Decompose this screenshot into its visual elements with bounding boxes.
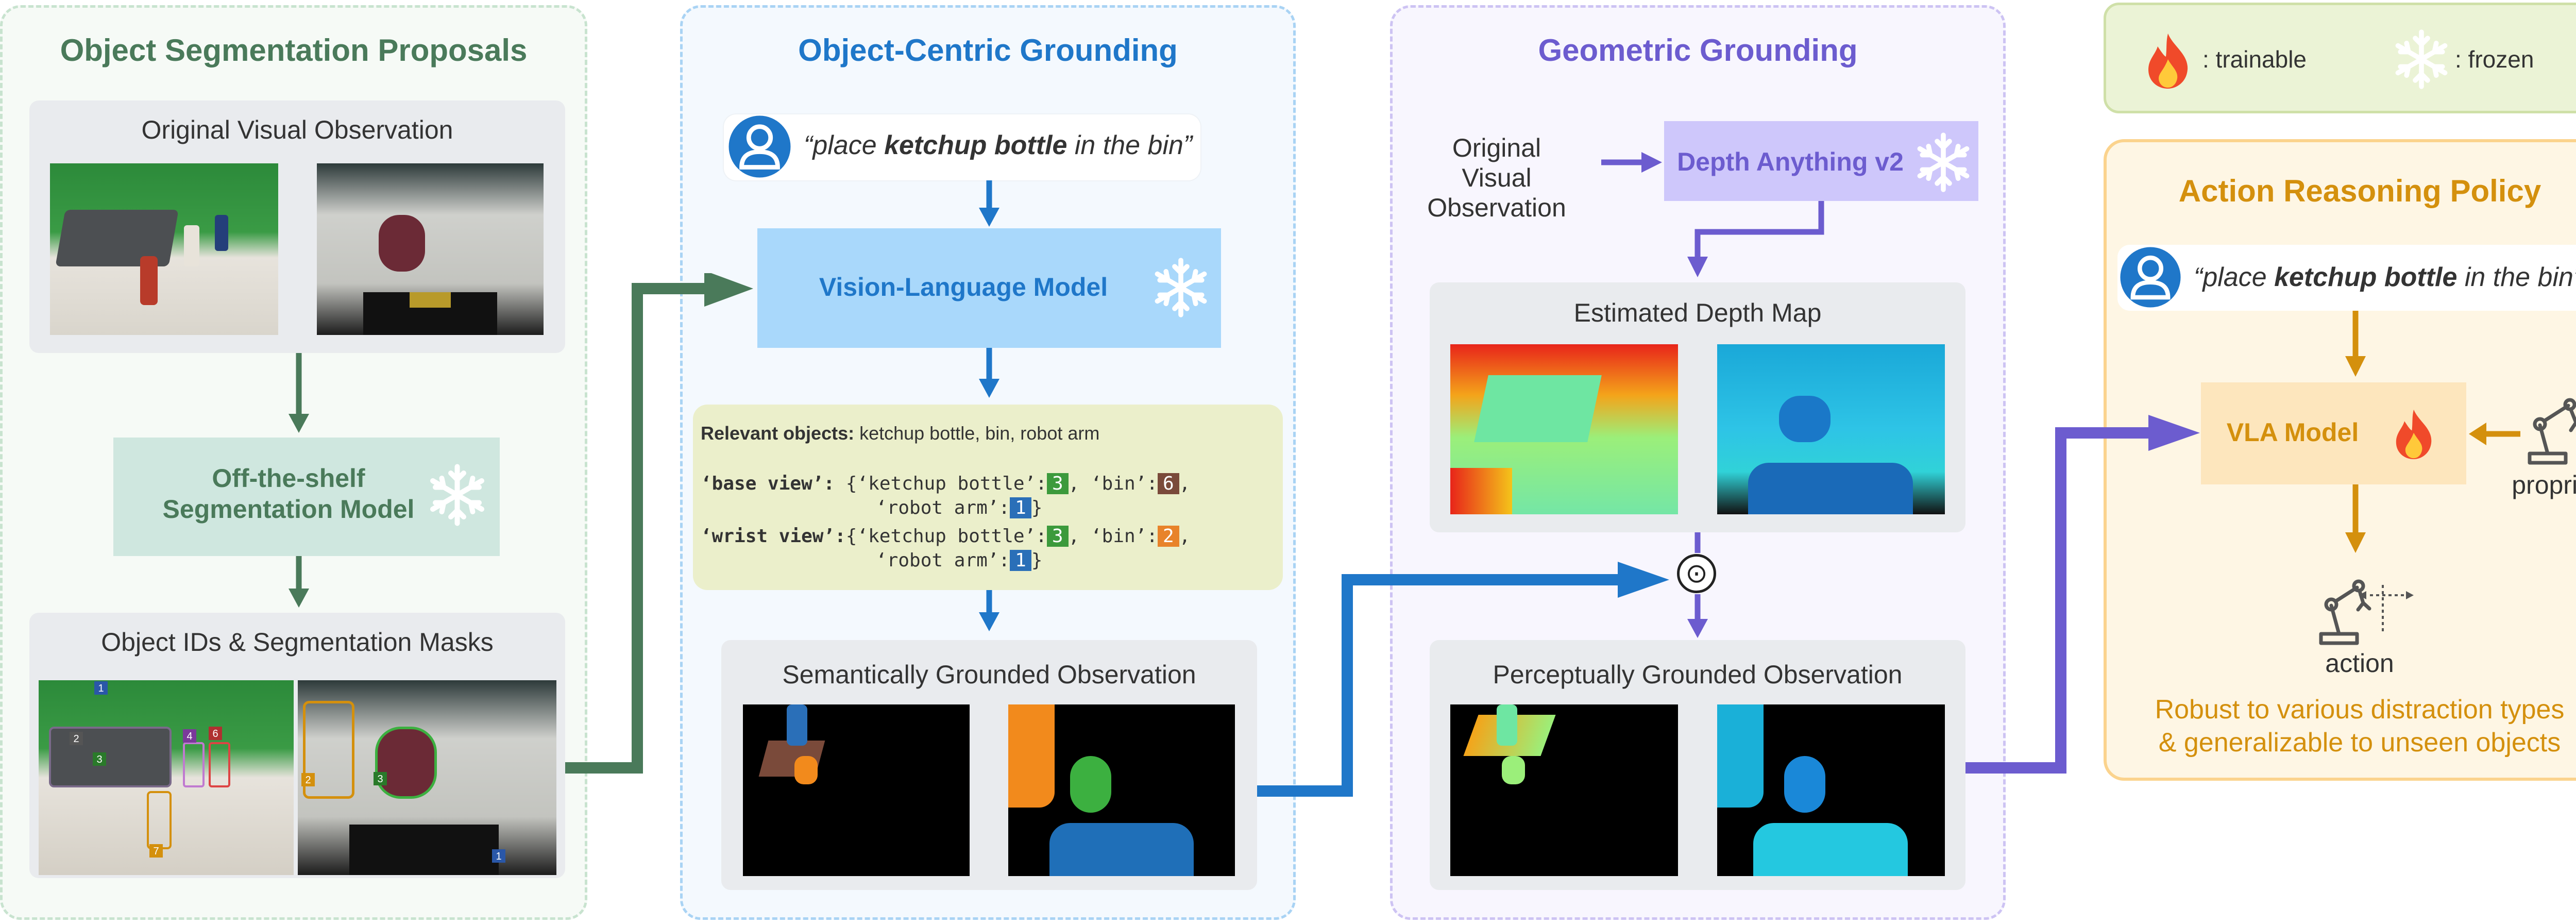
legend-frozen: : frozen [2455,46,2534,73]
panel-title: Action Reasoning Policy [2178,174,2541,208]
instruction-text: “place ketchup bottle in the bin” [804,130,1193,160]
base-view-dict-line2: ‘robot arm’:1} [876,497,1043,518]
segmentation-model-box [113,438,500,556]
perceptual-wrist-view-image [1717,704,1945,876]
box-title: Estimated Depth Map [1573,298,1822,327]
mask-id-tag: 4 [187,731,192,742]
snowflake-icon [1155,258,1207,317]
arrow-down-8 [2345,484,2366,553]
mask-id-tag: 3 [96,754,102,765]
instruction-bubble [2117,245,2576,311]
arrow-down-6 [1687,532,1708,638]
mask-id-tag: 3 [377,774,383,785]
user-icon [728,115,791,178]
box-title: Object IDs & Segmentation Masks [101,628,494,657]
vlm-label: Vision-Language Model [819,273,1108,301]
arrow-down-4 [979,348,999,398]
arrow-down-3 [979,180,999,227]
instruction-bubble [724,114,1200,180]
arrow-left-proprio [2469,423,2520,445]
connector-green [565,273,753,774]
relevant-objects-box [693,405,1283,590]
elementwise-product-circle [1677,554,1716,593]
connector-blue [1257,562,1669,797]
box-title: Perceptually Grounded Observation [1493,660,1903,689]
connector-purple [1965,415,2200,774]
mask-id-tag: 2 [305,775,311,786]
mask-id-tags: 1 2 3 4 6 7 3 2 1 [70,681,505,863]
snowflake-icon [1917,132,1970,192]
base-view-image [50,163,278,335]
snowflake-icon [430,464,484,526]
vlm-box [757,228,1221,348]
panel-title: Geometric Grounding [1538,33,1858,68]
flame-icon [2396,409,2432,460]
robot-action-icon [2319,579,2414,645]
mask-id-tag: 1 [496,851,501,862]
elementwise-product-symbol: ⊙ [1685,559,1708,589]
flame-icon [2148,33,2188,89]
arrow-down-5 [979,590,999,631]
depth-model-label: Depth Anything v2 [1677,147,1904,176]
box-title: Original Visual Observation [141,115,453,144]
arrow-down-7 [2345,311,2366,377]
panel-title: Object-Centric Grounding [798,33,1178,68]
mask-id-tag: 6 [212,728,218,740]
box-title: Semantically Grounded Observation [782,660,1196,689]
perceptual-base-view-image [1450,704,1678,876]
depth-base-view-image [1450,344,1678,514]
wrist-view-image [317,163,544,335]
masked-base-view-image [39,680,294,875]
panel-title: Object Segmentation Proposals [60,33,528,68]
user-icon [2120,247,2181,308]
wrist-view-dict-line1: ‘wrist view’:{‘ketchup bottle’:3, ‘bin’:… [701,526,1191,547]
mask-id-tag: 7 [153,846,159,857]
arrow-down-1 [289,353,309,433]
segmentation-model-label: Off-the-shelf Segmentation Model [162,464,415,524]
semantic-base-view-image [743,704,970,876]
arrow-right-depth [1601,152,1662,173]
robot-arm-icon [2528,398,2576,465]
elbow-arrow-depth [1687,201,1824,277]
base-view-dict-line1: ‘base view’: {‘ketchup bottle’:3, ‘bin’:… [701,473,1191,494]
mask-id-tag: 2 [73,733,79,745]
proprio-label: proprio. [2512,471,2576,499]
snowflake-icon [2395,29,2448,89]
depth-model-box [1664,121,1978,201]
arrow-down-2 [289,556,309,608]
action-label: action [2325,649,2394,678]
depth-wrist-view-image [1717,344,1945,514]
legend-trainable: : trainable [2202,46,2307,73]
masked-wrist-view-image [298,680,556,875]
vla-model-label: VLA Model [2226,418,2359,447]
relevant-objects-line: Relevant objects: ketchup bottle, bin, r… [701,423,1100,444]
mask-id-tag: 1 [98,683,104,694]
instruction-text: “place ketchup bottle in the bin” [2194,262,2576,292]
semantic-wrist-view-image [1008,704,1235,876]
robustness-note: Robust to various distraction types& gen… [2155,695,2565,758]
wrist-view-dict-line2: ‘robot arm’:1} [876,550,1043,571]
